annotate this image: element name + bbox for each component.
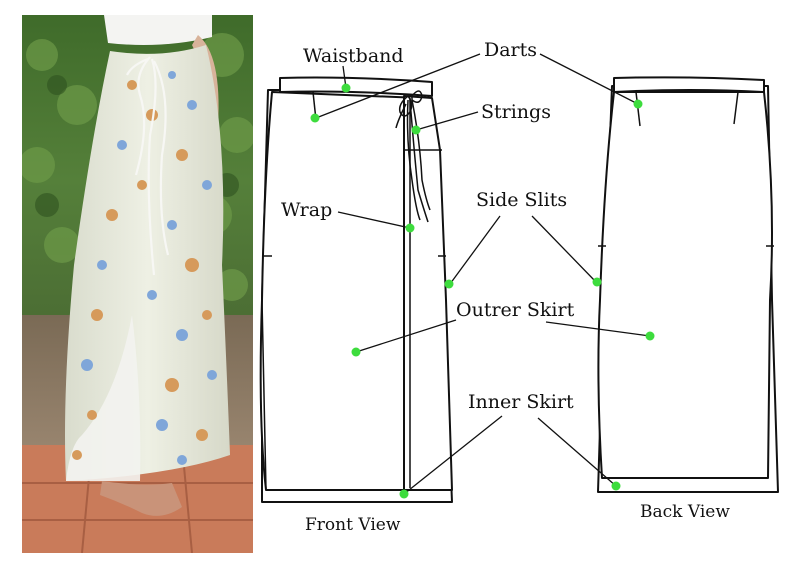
marker-back-inner-skirt xyxy=(611,481,621,491)
labels: Waistband Darts Strings Wrap Side Slits … xyxy=(281,39,730,535)
front-strings xyxy=(395,90,431,223)
marker-back-outer-skirt xyxy=(645,331,655,341)
marker-wrap xyxy=(405,223,415,233)
label-outer-skirt: Outrer Skirt xyxy=(456,299,575,321)
marker-front-slit xyxy=(444,279,454,289)
front-view-drawing xyxy=(259,76,453,503)
back-dart-left xyxy=(635,91,641,127)
marker-front-outer-skirt xyxy=(351,347,361,357)
marker-waistband xyxy=(341,83,351,93)
label-darts: Darts xyxy=(484,39,537,61)
label-strings: Strings xyxy=(481,101,551,123)
marker-strings xyxy=(411,125,421,135)
label-wrap: Wrap xyxy=(281,199,332,221)
back-view-drawing xyxy=(597,76,779,493)
marker-back-dart xyxy=(633,99,643,109)
marker-back-slit xyxy=(592,277,602,287)
label-waistband: Waistband xyxy=(303,45,404,67)
back-outer-skirt xyxy=(597,91,773,479)
leader-lines xyxy=(315,53,651,495)
front-wrap-panel xyxy=(403,95,453,491)
back-waistband xyxy=(613,76,765,93)
marker-front-inner-skirt xyxy=(399,489,409,499)
marker-dots xyxy=(310,83,655,499)
skirt-photo xyxy=(22,15,253,553)
label-inner-skirt: Inner Skirt xyxy=(468,391,574,413)
front-waistband xyxy=(279,76,433,97)
label-front-view: Front View xyxy=(305,515,401,535)
label-side-slits: Side Slits xyxy=(476,189,567,211)
back-dart-right xyxy=(733,91,739,125)
marker-front-dart xyxy=(310,113,320,123)
label-back-view: Back View xyxy=(640,502,730,522)
